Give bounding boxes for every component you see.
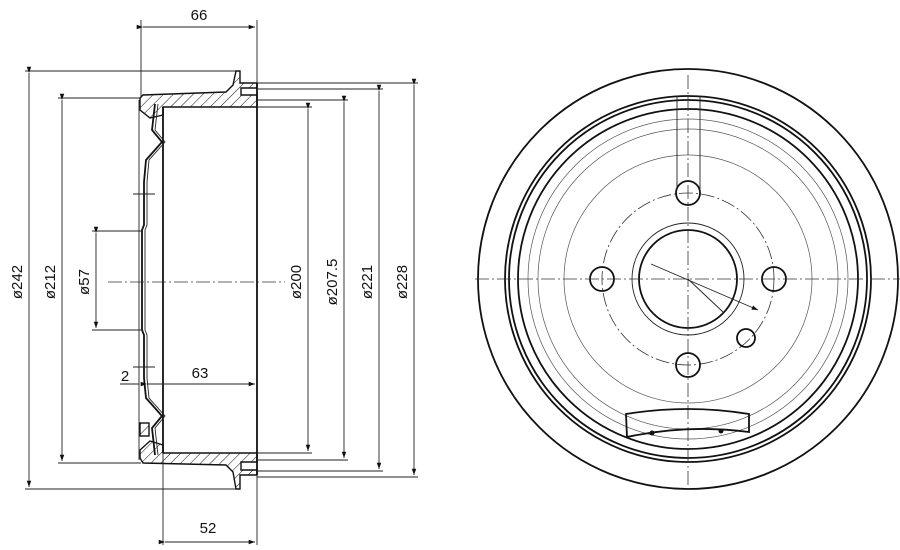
dim-63: 63 bbox=[192, 365, 209, 382]
drum-wall-bottom bbox=[139, 440, 258, 490]
dim-228: ø228 bbox=[394, 265, 411, 299]
dim-212: ø212 bbox=[42, 265, 59, 299]
hub-plate-inner bbox=[144, 103, 166, 456]
seal-block bbox=[139, 422, 150, 437]
dim-242: ø242 bbox=[9, 265, 26, 299]
dim-207-5: ø207.5 bbox=[324, 259, 341, 306]
hub-plate-profile bbox=[141, 103, 164, 456]
section-view: 66 52 63 2 ø242 ø212 ø57 ø200 ø207.5 bbox=[9, 7, 418, 545]
front-view bbox=[475, 68, 900, 490]
dim-2: 2 bbox=[121, 368, 129, 385]
dim-52: 52 bbox=[200, 520, 217, 537]
dim-200: ø200 bbox=[288, 265, 305, 299]
drum-wall-top bbox=[139, 70, 258, 119]
dim-57: ø57 bbox=[76, 269, 93, 295]
dim-221: ø221 bbox=[359, 265, 376, 299]
balance-plate bbox=[625, 408, 750, 439]
locating-hole bbox=[736, 328, 756, 348]
rivet-right bbox=[718, 428, 724, 434]
dim-66: 66 bbox=[191, 7, 208, 24]
radius-leader bbox=[650, 263, 759, 311]
rivet-left bbox=[649, 430, 655, 436]
